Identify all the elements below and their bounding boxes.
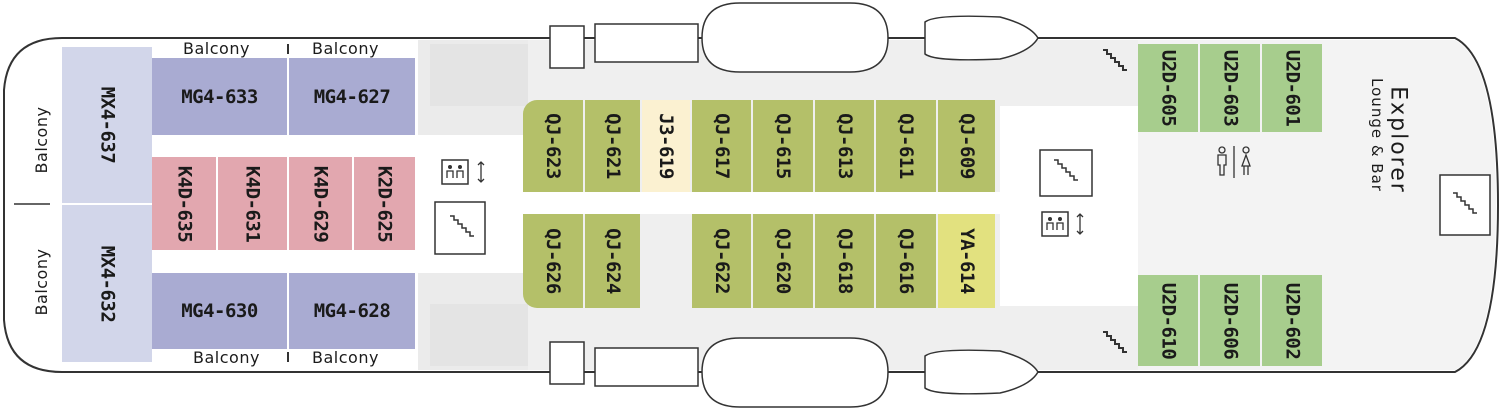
cabin-u2d-601[interactable]: U2D-601 xyxy=(1262,44,1322,132)
tender-icon xyxy=(701,337,889,408)
cabin-mg4-630[interactable]: MG4-630 xyxy=(152,273,287,349)
cabin-qj-624[interactable]: QJ-624 xyxy=(585,214,640,308)
cabin-u2d-602[interactable]: U2D-602 xyxy=(1262,275,1322,366)
cabin-qj-609[interactable]: QJ-609 xyxy=(938,100,995,192)
cabin-qj-622[interactable]: QJ-622 xyxy=(692,214,751,308)
balcony-label: Balcony xyxy=(32,248,51,316)
cabin-mg4-627[interactable]: MG4-627 xyxy=(289,58,415,135)
stairs-icon xyxy=(1439,174,1491,236)
cabin-qj-621[interactable]: QJ-621 xyxy=(585,100,640,192)
cabin-k2d-625[interactable]: K2D-625 xyxy=(354,157,415,250)
explorer-lounge-subtitle: Lounge & Bar xyxy=(1368,78,1386,192)
cabin-qj-613[interactable]: QJ-613 xyxy=(815,100,874,192)
cabin-u2d-606[interactable]: U2D-606 xyxy=(1200,275,1260,366)
cabin-mx4-632[interactable]: MX4-632 xyxy=(62,205,152,362)
lifeboat-icon xyxy=(549,25,585,69)
stairs-icon xyxy=(434,201,486,255)
cabin-u2d-605[interactable]: U2D-605 xyxy=(1138,44,1198,132)
lifeboat-icon xyxy=(594,23,699,63)
stairs-icon xyxy=(1103,49,1127,71)
restroom-icon xyxy=(1217,146,1251,178)
cabin-u2d-603[interactable]: U2D-603 xyxy=(1200,44,1260,132)
cabin-mg4-633[interactable]: MG4-633 xyxy=(152,58,287,135)
stairs-icon xyxy=(1103,331,1127,353)
cabin-qj-616[interactable]: QJ-616 xyxy=(876,214,936,308)
elevator-icon xyxy=(441,159,485,185)
cabin-mg4-628[interactable]: MG4-628 xyxy=(289,273,415,349)
lifeboat-icon xyxy=(549,341,585,385)
stairs-icon xyxy=(1039,149,1093,197)
explorer-lounge-title: Explorer xyxy=(1385,86,1411,194)
cabin-qj-626[interactable]: QJ-626 xyxy=(523,214,583,308)
tender-icon xyxy=(924,15,1039,61)
elevator-icon xyxy=(1041,211,1084,237)
cabin-u2d-610[interactable]: U2D-610 xyxy=(1138,275,1198,366)
cabin-j3-619[interactable]: J3-619 xyxy=(642,100,690,192)
balcony-label: Balcony xyxy=(193,348,260,367)
cabin-qj-620[interactable]: QJ-620 xyxy=(753,214,813,308)
balcony-label: Balcony xyxy=(312,348,379,367)
cabin-ya-614[interactable]: YA-614 xyxy=(938,214,995,308)
cabin-k4d-631[interactable]: K4D-631 xyxy=(218,157,287,250)
cabin-qj-617[interactable]: QJ-617 xyxy=(692,100,751,192)
cabin-qj-615[interactable]: QJ-615 xyxy=(753,100,813,192)
balcony-label: Balcony xyxy=(183,39,250,58)
cabin-k4d-635[interactable]: K4D-635 xyxy=(152,157,216,250)
cabin-qj-611[interactable]: QJ-611 xyxy=(876,100,936,192)
cabin-k4d-629[interactable]: K4D-629 xyxy=(289,157,352,250)
cabin-qj-618[interactable]: QJ-618 xyxy=(815,214,874,308)
cabin-mx4-637[interactable]: MX4-637 xyxy=(62,47,152,203)
cabin-qj-623[interactable]: QJ-623 xyxy=(523,100,583,192)
balcony-label: Balcony xyxy=(32,106,51,174)
tender-icon xyxy=(924,349,1039,395)
lifeboat-icon xyxy=(594,347,699,387)
tender-icon xyxy=(701,2,889,73)
balcony-label: Balcony xyxy=(312,39,379,58)
